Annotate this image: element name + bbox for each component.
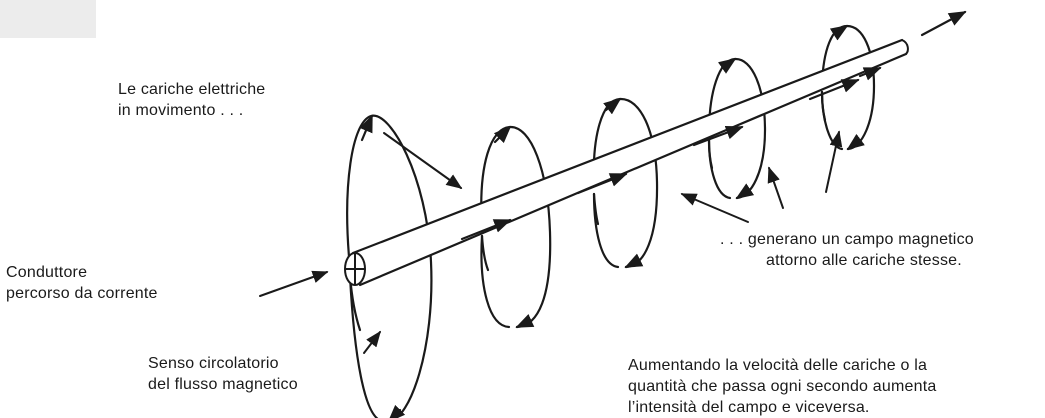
corner-shade bbox=[0, 0, 96, 38]
conductor-wire bbox=[351, 38, 909, 287]
label-increase-intensity: Aumentando la velocità delle cariche o l… bbox=[628, 355, 936, 418]
field-loop-4-front bbox=[707, 138, 714, 170]
current-arrow bbox=[692, 125, 744, 147]
pointer-conductor bbox=[259, 270, 329, 297]
field-loop-5-front bbox=[820, 90, 827, 122]
label-line: in movimento . . . bbox=[118, 102, 244, 119]
pointer-generate bbox=[767, 166, 784, 209]
loop-arrow bbox=[387, 404, 406, 418]
field-loop-3-front bbox=[592, 192, 600, 226]
label-generate-field: . . . generano un campo magnetico attorn… bbox=[720, 229, 974, 271]
field-loop-2 bbox=[480, 125, 552, 329]
label-line: percorso da corrente bbox=[6, 285, 158, 302]
loop-arrow bbox=[829, 24, 849, 41]
label-line: del flusso magnetico bbox=[148, 376, 298, 393]
label-flux-direction: Senso circolatorio del flusso magnetico bbox=[148, 353, 298, 395]
pointer-generate bbox=[825, 130, 843, 193]
loop-arrow bbox=[717, 57, 737, 74]
loop-arrow bbox=[493, 125, 512, 144]
current-arrow bbox=[858, 66, 882, 81]
pointer-generate bbox=[680, 193, 749, 223]
loop-arrow bbox=[846, 133, 865, 151]
current-arrow bbox=[808, 78, 860, 101]
label-line: Aumentando la velocità delle cariche o l… bbox=[628, 357, 928, 374]
loop-arrow bbox=[515, 314, 535, 329]
label-line: quantità che passa ogni secondo aumenta bbox=[628, 378, 937, 395]
loop-arrow bbox=[603, 97, 622, 115]
label-charges-in-motion: Le cariche elettriche in movimento . . . bbox=[118, 79, 265, 121]
label-conductor: Conduttore percorso da corrente bbox=[6, 262, 158, 304]
label-line: Conduttore bbox=[6, 264, 88, 281]
current-arrow bbox=[460, 218, 512, 241]
loop-arrow bbox=[624, 253, 644, 269]
pointer-sense bbox=[363, 330, 381, 354]
loop-arrow bbox=[735, 183, 755, 200]
label-line: . . . generano un campo magnetico bbox=[720, 231, 974, 248]
current-arrow bbox=[576, 172, 628, 195]
label-line: Le cariche elettriche bbox=[118, 81, 266, 98]
label-line: Senso circolatorio bbox=[148, 355, 279, 372]
label-line: attorno alle cariche stesse. bbox=[766, 252, 962, 269]
exit-arrow bbox=[920, 10, 967, 37]
pointer-charges bbox=[383, 132, 463, 189]
loop-arrow bbox=[359, 114, 374, 142]
field-loop-2-front bbox=[480, 234, 490, 272]
circle-plus-icon bbox=[344, 252, 366, 286]
field-loop-5 bbox=[820, 24, 876, 151]
label-line: l’intensità del campo e viceversa. bbox=[628, 399, 870, 416]
